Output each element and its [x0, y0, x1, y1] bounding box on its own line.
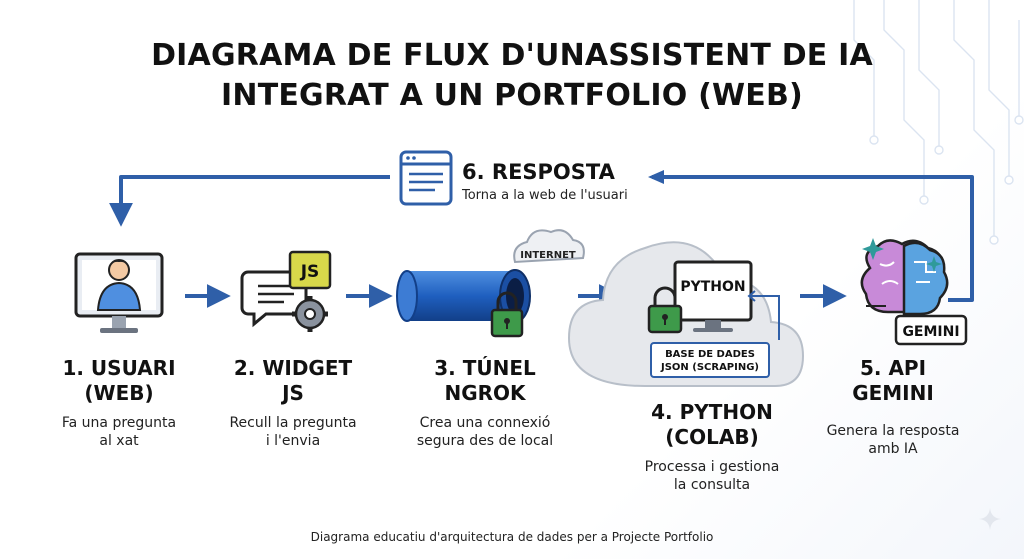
- internet-cloud-label: INTERNET: [520, 250, 576, 261]
- js-badge-label: JS: [300, 262, 320, 282]
- step-2-title-line1: 2. WIDGET: [233, 356, 353, 380]
- user-monitor-icon: [74, 252, 164, 333]
- database-label-line1: BASE DE DADES: [665, 349, 755, 360]
- step-1-title-line2: (WEB): [84, 381, 154, 405]
- response-arrowhead-left: [648, 170, 664, 184]
- circuit-decoration: [853, 0, 1024, 245]
- gemini-brain-icon: [860, 238, 968, 346]
- title-line-2: INTEGRAT A UN PORTFOLIO (WEB): [221, 78, 803, 113]
- python-cloud-icon: [567, 241, 805, 387]
- step-3-title-line2: NGROK: [444, 381, 526, 405]
- step-4-label: 4. PYTHON(COLAB) Processa i gestiona la c…: [612, 400, 812, 494]
- step-5-title-line2: GEMINI: [852, 381, 934, 405]
- browser-window-icon: [399, 150, 453, 206]
- step-5-title-line1: 5. API: [859, 356, 927, 380]
- step-1-title-line1: 1. USUARI: [62, 356, 176, 380]
- footer-caption: Diagrama educatiu d'arquitectura de dade…: [310, 530, 714, 544]
- step-4-title-line2: (COLAB): [665, 425, 759, 449]
- tunnel-lock-icon: [396, 229, 585, 338]
- step-4-desc-line2: la consulta: [673, 477, 751, 493]
- step-4-desc-line1: Processa i gestiona: [644, 459, 780, 475]
- step-2-desc-line2: i l'envia: [265, 433, 321, 449]
- step-1-label: 1. USUARI(WEB) Fa una pregunta al xat: [34, 356, 204, 450]
- chat-widget-js-icon: [240, 250, 332, 332]
- step-3-title-line1: 3. TÚNEL: [434, 356, 536, 380]
- step-2-desc-line1: Recull la pregunta: [229, 415, 357, 431]
- gemini-badge-label: GEMINI: [902, 324, 959, 340]
- response-description: Torna a la web de l'usuari: [462, 188, 628, 203]
- title-line-1: DIAGRAMA DE FLUX D'UNASSISTENT DE IA: [151, 38, 873, 73]
- sparkle-icon: [979, 508, 1001, 530]
- step-4-title-line1: 4. PYTHON: [651, 400, 773, 424]
- database-label-line2: JSON (SCRAPING): [660, 362, 759, 373]
- step-1-desc-line2: al xat: [99, 433, 139, 449]
- step-3-desc-line2: segura des de local: [416, 433, 554, 449]
- response-title: 6. RESPOSTA: [462, 160, 615, 184]
- python-screen-label: PYTHON: [680, 279, 745, 295]
- step-1-desc-line1: Fa una pregunta: [61, 415, 177, 431]
- diagram-title: DIAGRAMA DE FLUX D'UNASSISTENT DE IA INT…: [0, 36, 1024, 116]
- response-loop-arrow: [109, 175, 974, 302]
- step-5-desc-line2: amb IA: [868, 441, 918, 457]
- step-5-desc-line1: Genera la resposta: [826, 423, 960, 439]
- step-2-title-line2: JS: [282, 381, 304, 405]
- step-3-desc-line1: Crea una connexió: [419, 415, 551, 431]
